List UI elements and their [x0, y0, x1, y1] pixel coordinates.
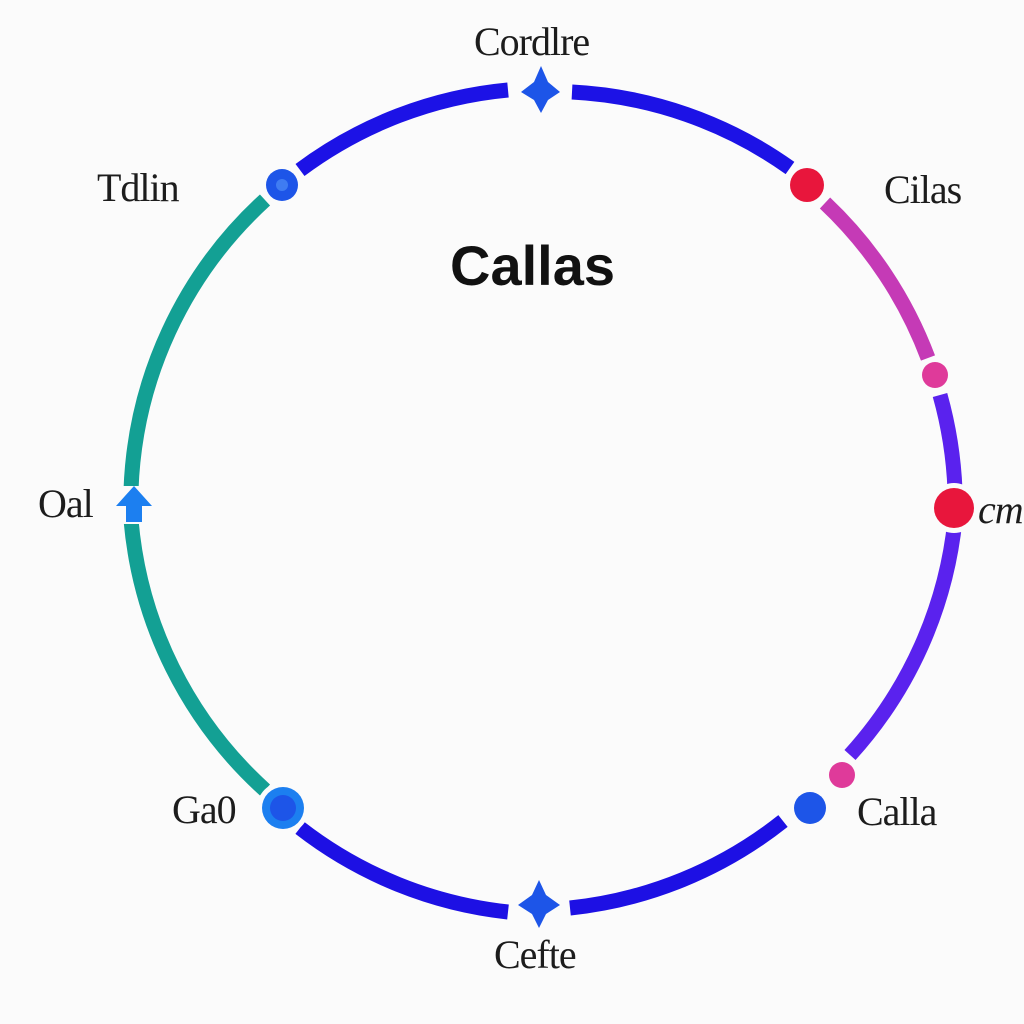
dot-icon — [826, 759, 858, 791]
arc-top-right — [571, 84, 795, 175]
dot-icon — [917, 357, 953, 393]
star-icon — [517, 66, 565, 116]
node-label-right: cm — [978, 490, 1024, 530]
arc-right — [932, 392, 963, 491]
dot-icon — [929, 483, 979, 533]
arrow-up-icon — [114, 486, 154, 524]
arc-right-lower — [844, 519, 963, 761]
diagram-title: Callas — [450, 234, 615, 297]
node-label-bottom-right: Calla — [857, 789, 937, 834]
node-label-top: Cordlre — [474, 19, 590, 64]
node-label-top-left: Tdlin — [97, 165, 180, 210]
node-label-left: Oal — [38, 481, 94, 526]
arc-bottom-right — [569, 815, 788, 916]
ring-icon — [257, 782, 309, 834]
arc-top-left — [295, 82, 509, 177]
dot-icon — [785, 163, 829, 207]
node-label-bottom: Cefte — [494, 932, 577, 977]
arc-left-upper — [123, 194, 271, 491]
arc-right-upper — [819, 197, 936, 361]
node-label-bottom-left: Ga0 — [172, 787, 237, 832]
arc-left-lower — [123, 519, 271, 796]
arc-bottom-left — [295, 822, 509, 920]
dot-icon — [790, 788, 830, 828]
star-icon — [515, 880, 563, 929]
dot-icon — [260, 163, 304, 207]
node-label-top-right: Cilas — [884, 167, 962, 212]
